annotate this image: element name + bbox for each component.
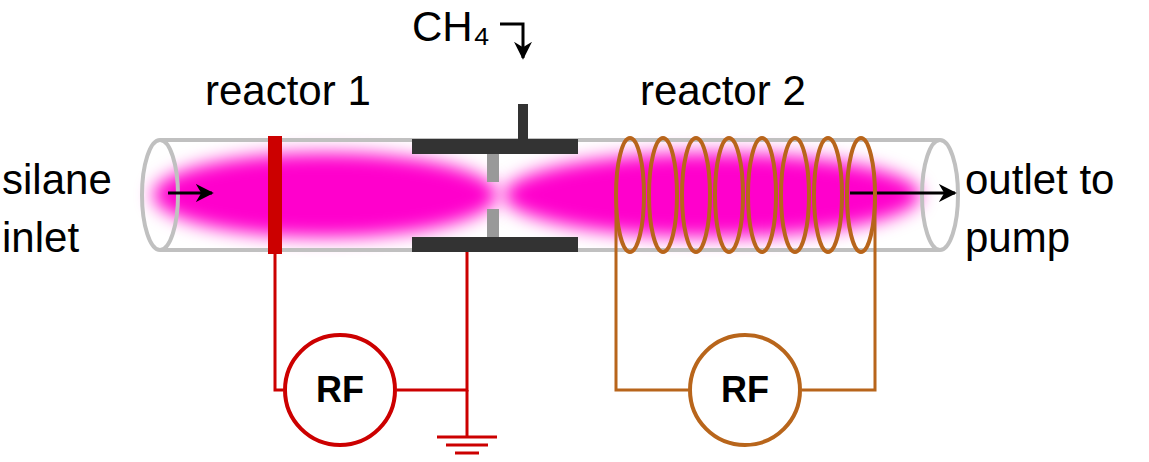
wire bbox=[397, 252, 467, 390]
wire bbox=[802, 200, 875, 390]
flow-arrow bbox=[850, 192, 955, 195]
reactor-label: reactor 2 bbox=[640, 66, 806, 116]
generator-label: RF bbox=[316, 369, 364, 411]
orifice-plate bbox=[487, 154, 499, 182]
flange bbox=[412, 139, 578, 154]
inlet-label: silane inlet bbox=[2, 151, 142, 267]
generator-outline bbox=[690, 335, 800, 445]
generator-outline bbox=[285, 335, 395, 445]
flange bbox=[412, 237, 578, 252]
reactor-label: reactor 1 bbox=[205, 66, 371, 116]
wire bbox=[275, 254, 283, 390]
flow-arrow bbox=[168, 192, 212, 195]
outlet-label: outlet to pump bbox=[965, 151, 1123, 267]
ring-electrode bbox=[268, 136, 282, 254]
wire bbox=[616, 210, 688, 390]
induction-coil bbox=[616, 138, 875, 252]
ground-symbol bbox=[437, 390, 497, 453]
tube-end bbox=[922, 140, 958, 250]
gas-inlet-pipe bbox=[518, 104, 528, 140]
gas-arrow bbox=[500, 24, 523, 58]
rf-generator: RF bbox=[283, 333, 397, 447]
gas-label: CH₄ bbox=[412, 2, 490, 52]
rf-generator: RF bbox=[688, 333, 802, 447]
orifice-plate bbox=[487, 209, 499, 237]
tube-end bbox=[142, 140, 178, 250]
generator-label: RF bbox=[721, 369, 769, 411]
plasma-glow bbox=[153, 153, 497, 237]
